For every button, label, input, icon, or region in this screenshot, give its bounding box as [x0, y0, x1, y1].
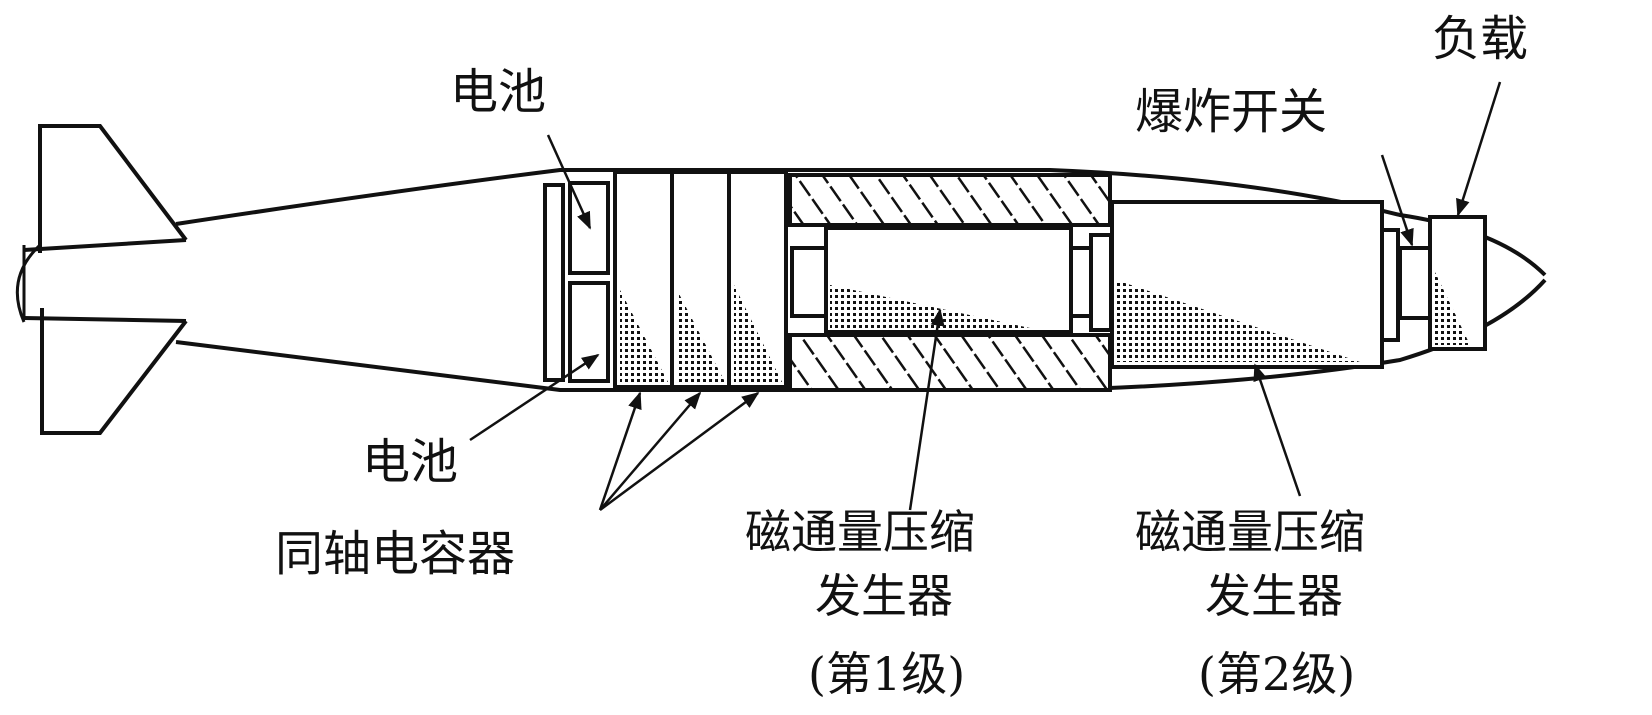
- leader-fcg2: [1253, 363, 1302, 497]
- tail-top-edge: [23, 238, 187, 252]
- label-fcg2-line2: 发生器: [1205, 569, 1343, 623]
- battery-bottom: [568, 281, 610, 383]
- label-load: 负载: [1432, 11, 1528, 67]
- label-fcg2-line3: (第2级): [1198, 647, 1355, 701]
- tail-cap: [15, 243, 42, 323]
- fcg1-end-left: [790, 246, 828, 318]
- label-battery-top: 电池: [450, 64, 546, 120]
- label-fcg1-line3: (第1级): [808, 647, 965, 701]
- fcg1-connector: [1089, 233, 1113, 332]
- battery-pack: [543, 181, 610, 383]
- leader-capacitor-2: [599, 391, 702, 511]
- label-coaxial-capacitor: 同轴电容器: [275, 526, 515, 582]
- labels: 电池 电池 同轴电容器 磁通量压缩 发生器 (第1级) 磁通量压缩 发生器 (第…: [275, 11, 1528, 701]
- capacitor-1-fill: [620, 290, 668, 382]
- label-explosive-switch: 爆炸开关: [1135, 84, 1327, 140]
- fcg1-armature-top: [788, 173, 1112, 227]
- capacitor-2-fill: [677, 290, 725, 382]
- fcg1-core-fill: [830, 285, 1030, 328]
- coaxial-capacitors: [613, 170, 788, 389]
- upper-fin: [38, 124, 188, 253]
- label-fcg1-line1: 磁通量压缩: [745, 505, 975, 559]
- leader-capacitor-1: [598, 391, 642, 511]
- explosive-switch-box: [1398, 246, 1432, 320]
- fcg-stage-1: [788, 173, 1113, 392]
- label-battery-bottom: 电池: [362, 434, 458, 490]
- label-fcg1-line2: 发生器: [815, 569, 953, 623]
- lower-fin: [40, 308, 188, 435]
- fcg2-end: [1380, 228, 1400, 342]
- tail-bottom-edge: [23, 316, 187, 323]
- leader-fcg1: [908, 308, 945, 511]
- label-fcg2-line1: 磁通量压缩: [1135, 505, 1365, 559]
- tail-section: [15, 124, 188, 435]
- capacitor-3-fill: [734, 285, 782, 382]
- load-fill: [1434, 270, 1470, 345]
- fcg1-armature-bottom: [788, 333, 1112, 392]
- fcg2-fill: [1116, 280, 1360, 362]
- leader-capacitor-3: [599, 391, 760, 512]
- leader-battery-bottom: [469, 353, 600, 442]
- leader-explosive-switch: [1380, 154, 1414, 247]
- fcg1-end-right: [1069, 246, 1093, 318]
- leader-load: [1456, 81, 1502, 217]
- leader-lines: [469, 81, 1502, 512]
- switch-and-load: [1398, 215, 1487, 351]
- battery-mount: [543, 183, 565, 382]
- leader-battery-top: [546, 134, 592, 230]
- fcg-stage-2: [1110, 200, 1400, 369]
